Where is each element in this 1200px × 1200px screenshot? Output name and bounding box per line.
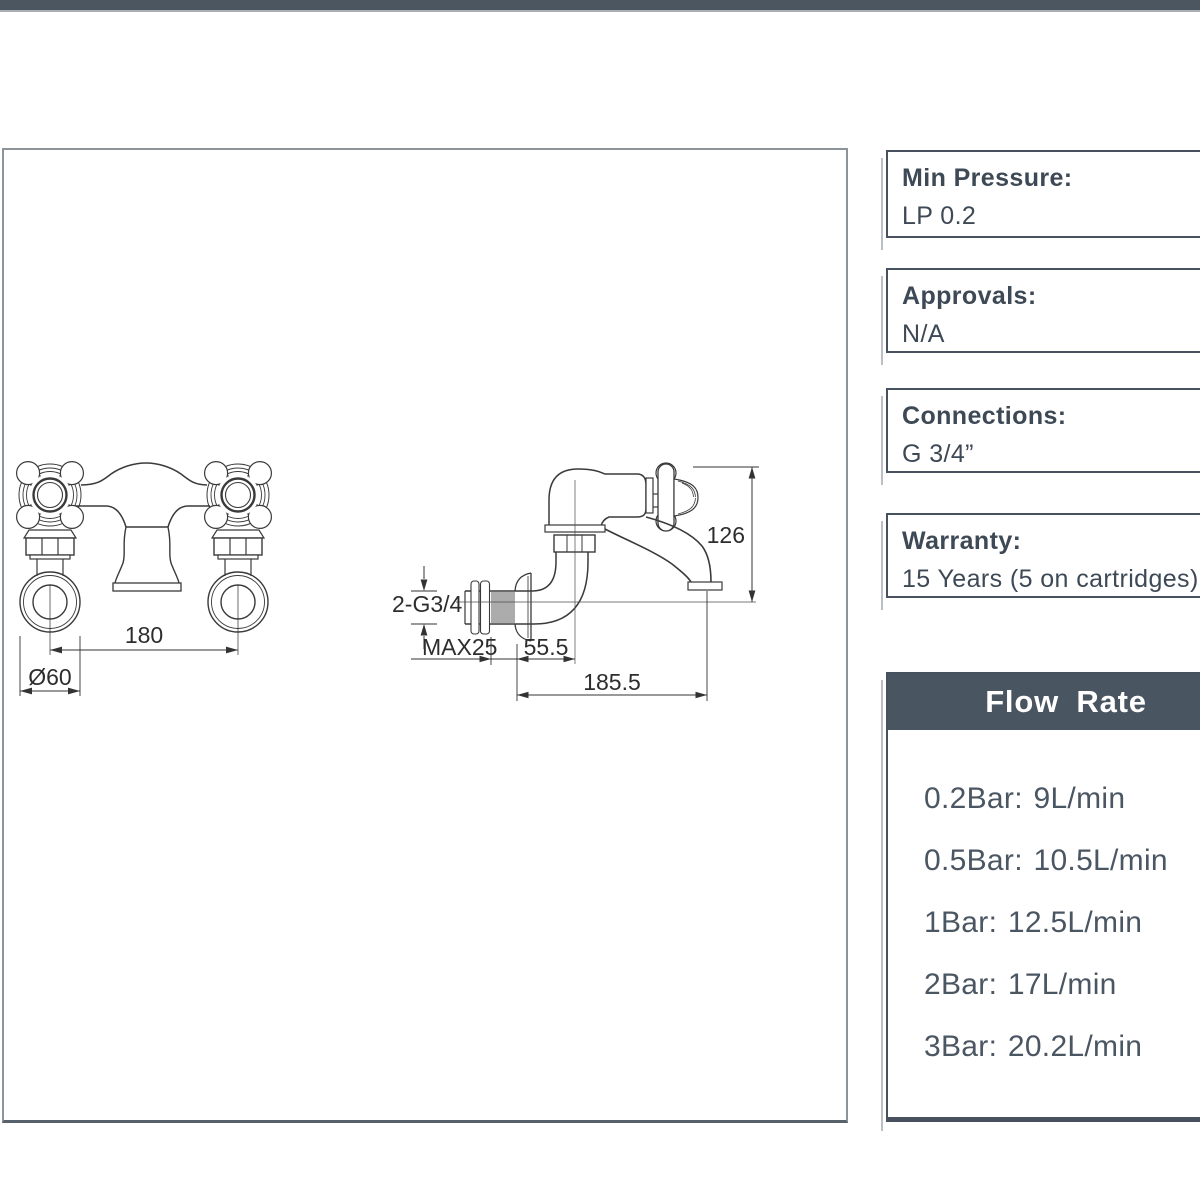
min-pressure-value: LP 0.2 xyxy=(902,202,977,230)
dimension-labels: 180 Ø60 2-G3/4 MAX25 55.5 185.5 126 xyxy=(28,522,745,695)
approvals-label: Approvals: xyxy=(902,282,1037,310)
dim-max25: MAX25 xyxy=(422,634,497,660)
warranty-box: Warranty: 15 Years (5 on cartridges) xyxy=(881,513,1200,610)
tap-body-side xyxy=(548,468,647,527)
hex-nut-side xyxy=(553,534,596,553)
technical-drawing-box: 180 Ø60 2-G3/4 MAX25 55.5 185.5 126 xyxy=(2,148,848,1123)
wall-flange-side xyxy=(514,572,532,642)
flow-rate-item: 3Bar: 20.2L/min xyxy=(924,1030,1143,1063)
front-view xyxy=(15,460,273,657)
approvals-box: Approvals: N/A xyxy=(881,268,1200,365)
top-accent-bar xyxy=(0,0,1200,10)
flow-rate-header: Flow Rate xyxy=(888,674,1200,730)
left-tap-unit xyxy=(15,460,85,657)
connections-value: G 3/4” xyxy=(902,440,974,468)
warranty-label: Warranty: xyxy=(902,527,1022,555)
dim-180: 180 xyxy=(125,622,163,648)
side-view xyxy=(456,462,756,664)
dim-1855: 185.5 xyxy=(583,669,641,695)
spout-front xyxy=(112,526,182,592)
flow-rate-item: 0.2Bar: 9L/min xyxy=(924,782,1126,815)
flow-rate-list: 0.2Bar: 9L/min 0.5Bar: 10.5L/min 1Bar: 1… xyxy=(888,768,1200,1078)
locknut xyxy=(470,580,480,635)
flow-rate-box: Flow Rate 0.2Bar: 9L/min 0.5Bar: 10.5L/m… xyxy=(881,672,1200,1131)
flow-rate-item: 1Bar: 12.5L/min xyxy=(924,906,1143,939)
dimension-arrowheads xyxy=(20,467,756,699)
dim-2g34: 2-G3/4 xyxy=(392,591,463,617)
connections-box: Connections: G 3/4” xyxy=(881,388,1200,485)
min-pressure-label: Min Pressure: xyxy=(902,164,1073,192)
dimension-lines xyxy=(19,466,759,701)
flow-rate-item: 0.5Bar: 10.5L/min xyxy=(924,844,1168,877)
dim-d60: Ø60 xyxy=(28,664,71,690)
tap-technical-drawing: 180 Ø60 2-G3/4 MAX25 55.5 185.5 126 xyxy=(15,460,759,701)
dim-555: 55.5 xyxy=(524,634,569,660)
handle-side xyxy=(655,462,699,532)
thread-hatching xyxy=(491,592,515,623)
flow-rate-item: 2Bar: 17L/min xyxy=(924,968,1117,1001)
min-pressure-box: Min Pressure: LP 0.2 xyxy=(881,150,1200,250)
dim-126: 126 xyxy=(707,522,745,548)
approvals-value: N/A xyxy=(902,320,945,348)
elbow-pipe xyxy=(464,552,589,625)
connections-label: Connections: xyxy=(902,402,1067,430)
spout-side xyxy=(602,516,723,591)
right-tap-unit xyxy=(203,460,273,657)
warranty-value: 15 Years (5 on cartridges) xyxy=(902,565,1199,593)
tap-body-front xyxy=(80,462,208,486)
